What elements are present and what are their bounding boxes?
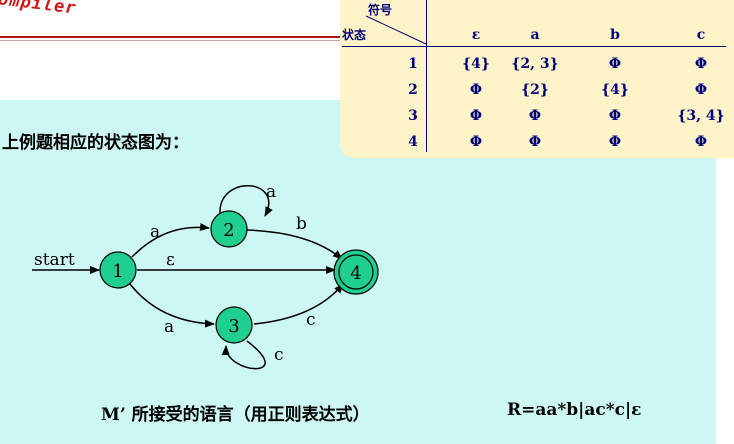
table-cell: {4} bbox=[601, 82, 629, 98]
intro-text: 上例题相应的状态图为： bbox=[2, 133, 189, 153]
state-1-label: 1 bbox=[112, 261, 123, 282]
state-1 bbox=[99, 251, 137, 289]
edge-label-1-2: a bbox=[150, 222, 160, 242]
edge-label-3-3: c bbox=[274, 345, 284, 365]
table-cell: Φ bbox=[608, 108, 622, 124]
table-cell: {2} bbox=[521, 82, 549, 98]
edge-label-1-4: ε bbox=[166, 250, 175, 270]
row-state: 2 bbox=[408, 82, 418, 98]
language-caption: M’ 所接受的语言（用正则表达式） R=aa*b|ac*c|ε bbox=[101, 400, 642, 425]
header-rule bbox=[0, 36, 345, 38]
caption-text: 所接受的语言（用正则表达式） bbox=[125, 405, 370, 425]
edge-3-4 bbox=[253, 283, 344, 325]
regex-expression: R=aa*b|ac*c|ε bbox=[507, 400, 642, 420]
row-state: 3 bbox=[408, 108, 418, 124]
table-cell: Φ bbox=[608, 134, 622, 150]
edge-label-2-4: b bbox=[296, 214, 307, 234]
header-rule-thin bbox=[0, 40, 345, 41]
symbol-c: c bbox=[696, 27, 706, 43]
table-cell: Φ bbox=[528, 134, 542, 150]
symbol-b: b bbox=[610, 27, 620, 43]
table-header-divider bbox=[342, 46, 726, 47]
state-2-label: 2 bbox=[223, 220, 234, 241]
table-cell: Φ bbox=[528, 108, 542, 124]
edge-3-3-loop bbox=[221, 340, 266, 370]
state-3 bbox=[215, 306, 253, 344]
table-cell: {2, 3} bbox=[511, 56, 559, 72]
table-cell: Φ bbox=[608, 56, 622, 72]
table-state-divider bbox=[426, 0, 427, 152]
edge-2-4 bbox=[245, 229, 343, 260]
table-cell: Φ bbox=[469, 82, 483, 98]
edge-2-2-loop bbox=[219, 185, 273, 217]
state-4 bbox=[338, 254, 374, 290]
edge-label-1-3: a bbox=[164, 317, 174, 337]
table-cell: {4} bbox=[462, 56, 490, 72]
table-cell: Φ bbox=[469, 134, 483, 150]
table-cell: Φ bbox=[694, 56, 708, 72]
edge-1-2 bbox=[131, 223, 210, 258]
state-4-label: 4 bbox=[350, 263, 361, 284]
state-2 bbox=[210, 210, 248, 248]
edge-label-3-4: c bbox=[306, 310, 316, 330]
table-cell: Φ bbox=[469, 108, 483, 124]
table-header-symbol: 符号 bbox=[368, 3, 393, 17]
row-state: 1 bbox=[408, 56, 418, 72]
edge-1-3 bbox=[129, 283, 215, 328]
compiler-logo: ompiler bbox=[0, 0, 78, 19]
symbol-a: a bbox=[530, 27, 540, 43]
state-3-label: 3 bbox=[228, 316, 239, 337]
transition-table: 符号 状态 ε a b c 1 {4} {2, 3} Φ Φ 2 Φ {2} {… bbox=[340, 0, 734, 158]
start-label: start bbox=[34, 250, 75, 270]
state-diagram: start a a b ε a c c 1 2 3 4 bbox=[32, 182, 379, 370]
m-prime: M’ bbox=[101, 405, 126, 425]
table-cell: {3, 4} bbox=[677, 108, 725, 124]
table-header-state: 状态 bbox=[342, 28, 367, 42]
table-cell: Φ bbox=[694, 134, 708, 150]
edge-label-2-2: a bbox=[266, 182, 276, 202]
row-state: 4 bbox=[408, 134, 418, 150]
table-corner-diagonal bbox=[365, 15, 427, 45]
symbol-epsilon: ε bbox=[471, 27, 481, 43]
table-cell: Φ bbox=[694, 82, 708, 98]
